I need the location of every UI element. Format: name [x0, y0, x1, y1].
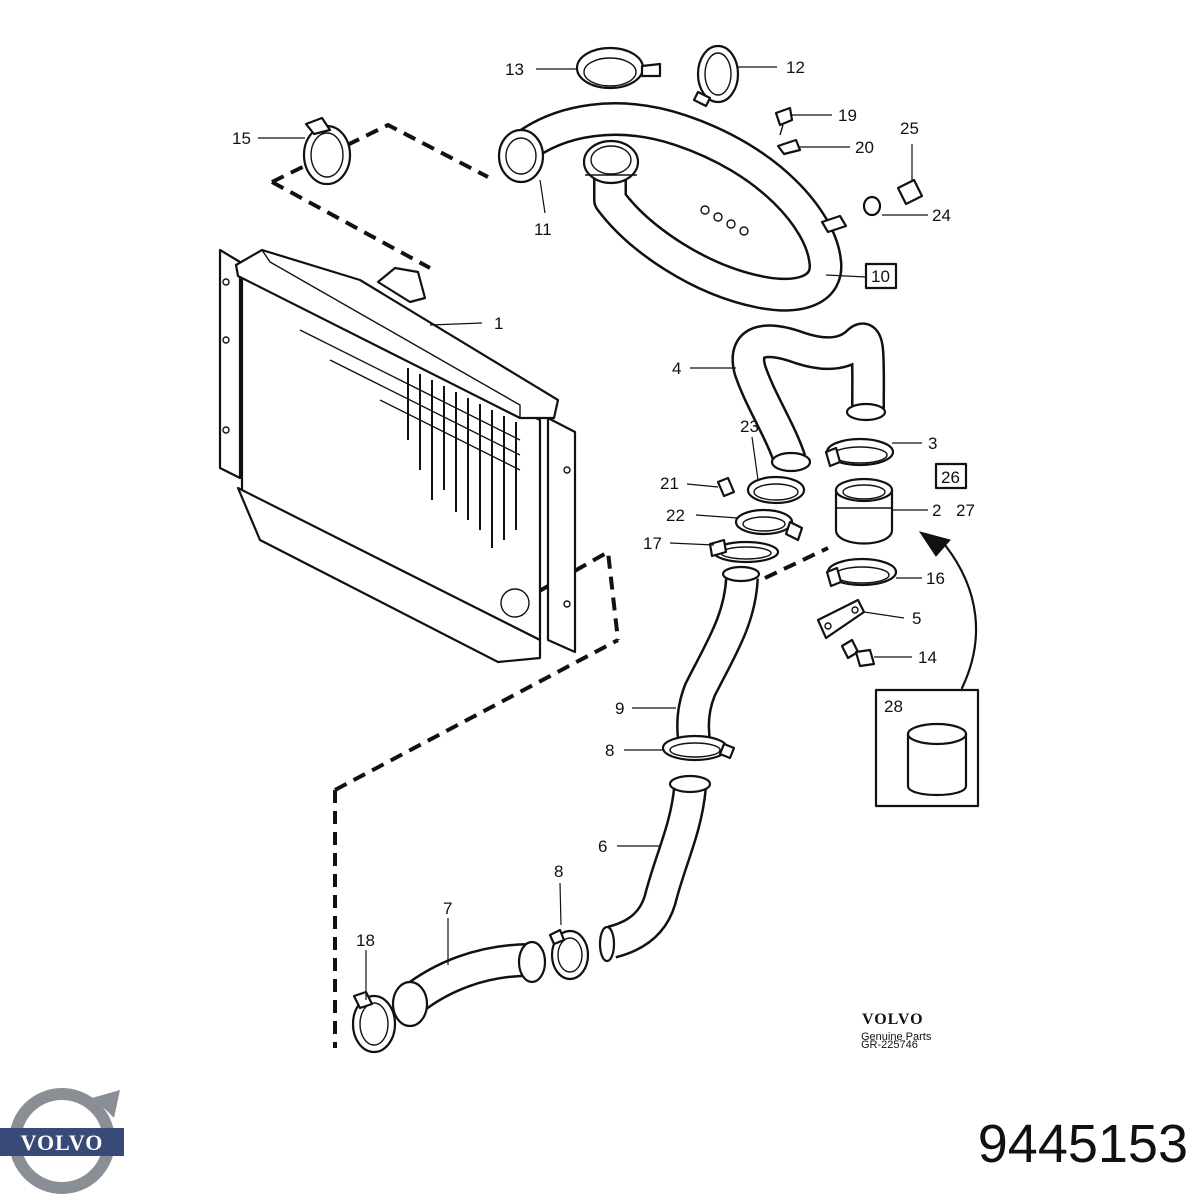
intercooler [218, 248, 577, 664]
ring-23 [746, 475, 806, 505]
brand-name: VOLVO [862, 1011, 924, 1028]
callout-8-lower: 8 [554, 862, 563, 881]
clamp-15 [302, 116, 352, 186]
callout-3: 3 [928, 434, 937, 453]
clamp-18 [351, 990, 397, 1054]
callout-27: 27 [956, 501, 975, 520]
callout-2: 2 [932, 501, 941, 520]
leader-lines [258, 66, 928, 1000]
hose-7 [391, 940, 547, 1028]
callout-15: 15 [232, 129, 251, 148]
callout-26: 26 [941, 468, 960, 487]
box-26 [934, 462, 968, 490]
hose-4 [731, 322, 887, 473]
callout-1: 1 [494, 314, 503, 333]
clamp-3 [824, 437, 895, 468]
callout-18: 18 [356, 931, 375, 950]
callout-5: 5 [912, 609, 921, 628]
callout-25: 25 [900, 119, 919, 138]
clamp-8-upper [661, 734, 736, 762]
callout-17: 17 [643, 534, 662, 553]
callout-24: 24 [932, 206, 951, 225]
callout-6: 6 [598, 837, 607, 856]
callout-21: 21 [660, 474, 679, 493]
clamp-8-lower [548, 928, 590, 981]
callout-19: 19 [838, 106, 857, 125]
diagram-reference: GR-225746 [861, 1039, 918, 1051]
volvo-logo: VOLVO [0, 1088, 124, 1194]
clamp-13 [575, 46, 662, 90]
box-10 [864, 262, 898, 290]
callout-23: 23 [740, 417, 759, 436]
callout-7: 7 [443, 899, 452, 918]
clamp-12 [692, 44, 740, 108]
bolt-21 [716, 476, 736, 498]
bolt-14 [840, 638, 876, 668]
clamp-17 [708, 538, 780, 564]
callout-12: 12 [786, 58, 805, 77]
callout-9: 9 [615, 699, 624, 718]
callout-16: 16 [926, 569, 945, 588]
callout-10: 10 [871, 267, 890, 286]
callout-4: 4 [672, 359, 681, 378]
coupling-2 [834, 477, 894, 545]
callout-14: 14 [918, 648, 937, 667]
logo-text: VOLVO [21, 1130, 104, 1155]
pipe-6 [598, 774, 712, 963]
callouts: 13 12 15 11 19 20 25 24 10 1 4 23 3 26 2… [232, 58, 975, 950]
inset-box-28 [874, 531, 980, 808]
brand-subtitle: Genuine Parts [861, 1031, 932, 1043]
callout-13: 13 [505, 60, 524, 79]
part-number: 9445153 [978, 1114, 1188, 1174]
callout-22: 22 [666, 506, 685, 525]
callout-8-upper: 8 [605, 741, 614, 760]
upper-charge-pipe [497, 102, 924, 312]
genuine-parts-mark: VOLVO Genuine Parts GR-225746 [861, 1011, 932, 1051]
clamp-22 [734, 508, 804, 542]
bracket-5 [816, 598, 866, 640]
callout-28: 28 [884, 697, 903, 716]
clamp-16 [825, 557, 898, 588]
hose-9 [676, 565, 761, 750]
callout-11: 11 [534, 220, 552, 239]
callout-20: 20 [855, 138, 874, 157]
